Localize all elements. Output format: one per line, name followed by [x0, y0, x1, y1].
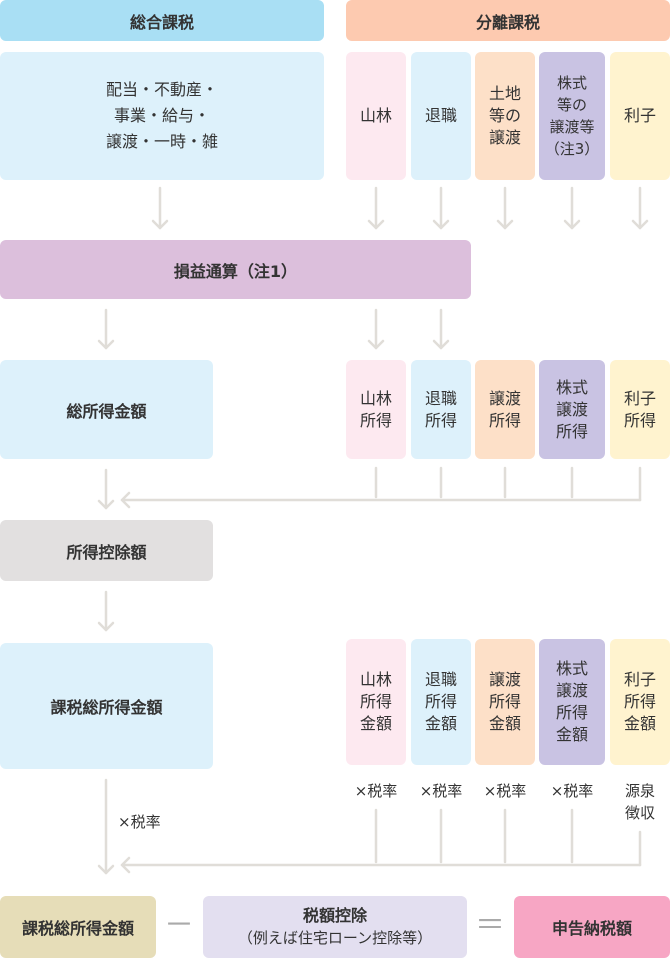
arrow-head-7 — [496, 219, 514, 230]
category-rishi: 利子 — [610, 52, 670, 180]
category-sanrin: 山林 — [346, 52, 406, 180]
category-kabushiki-joto: 株式 等の 譲渡等 （注3） — [539, 52, 605, 180]
taishoku-shotoku: 退職 所得 — [411, 360, 471, 459]
zeigaku-kojo-example: （例えば住宅ローン控除等） — [237, 929, 433, 947]
rishi-shotoku-kingaku: 利子 所得 金額 — [610, 639, 670, 765]
kabushiki-joto-shotoku: 株式 譲渡 所得 — [539, 360, 605, 459]
bottom-kazei-so-shotoku-kingaku: 課税総所得金額 — [0, 896, 156, 958]
joto-shotoku-kingaku: 譲渡 所得 金額 — [475, 639, 535, 765]
kazei-so-shotoku-kingaku: 課税総所得金額 — [0, 643, 213, 769]
arrow-head-11 — [631, 219, 649, 230]
header-sogo-kazei: 総合課税 — [0, 0, 324, 41]
sanrin-shotoku: 山林 所得 — [346, 360, 406, 459]
tax-rate-label-kabushiki: ×税率 — [550, 782, 594, 800]
shinkoku-nozeigaku: 申告納税額 — [514, 896, 670, 958]
tax-rate-label-sogo: ×税率 — [118, 813, 161, 831]
arrow-head-15 — [367, 339, 385, 350]
tax-rate-label-joto: ×税率 — [483, 782, 527, 800]
arrow-head-19 — [97, 499, 115, 510]
tax-rate-label-sanrin: ×税率 — [354, 782, 398, 800]
so-shotoku-kingaku: 総所得金額 — [0, 360, 213, 459]
arrow-head-26 — [120, 491, 131, 509]
shotoku-kojo-gaku: 所得控除額 — [0, 520, 213, 581]
sanrin-shotoku-kingaku: 山林 所得 金額 — [346, 639, 406, 765]
arrow-head-9 — [563, 219, 581, 230]
sogo-income-categories: 配当・不動産・ 事業・給与・ 譲渡・一時・雑 — [0, 52, 324, 180]
gensen-choshu-label: 源泉 徴収 — [624, 782, 655, 822]
category-taishoku: 退職 — [411, 52, 471, 180]
equals-operator: ＝ — [475, 908, 505, 943]
arrow-head-3 — [367, 219, 385, 230]
taishoku-shotoku-kingaku: 退職 所得 金額 — [411, 639, 471, 765]
son-eki-tsusan: 損益通算（注1） — [0, 240, 471, 299]
arrow-head-37 — [120, 856, 131, 874]
minus-operator: － — [164, 908, 194, 943]
kabushiki-joto-shotoku-kingaku: 株式 譲渡 所得 金額 — [539, 639, 605, 765]
zeigaku-kojo: 税額控除 （例えば住宅ローン控除等） — [203, 896, 467, 958]
rishi-shotoku: 利子 所得 — [610, 360, 670, 459]
arrow-head-28 — [97, 621, 115, 632]
arrow-head-17 — [432, 339, 450, 350]
joto-shotoku: 譲渡 所得 — [475, 360, 535, 459]
arrow-head-30 — [97, 864, 115, 875]
header-bunri-kazei: 分離課税 — [346, 0, 670, 41]
category-tochi-joto: 土地 等の 譲渡 — [475, 52, 535, 180]
arrow-head-5 — [432, 219, 450, 230]
zeigaku-kojo-title: 税額控除 — [302, 906, 367, 925]
arrow-head-1 — [151, 219, 169, 230]
arrow-head-13 — [97, 339, 115, 350]
tax-rate-label-taishoku: ×税率 — [419, 782, 463, 800]
